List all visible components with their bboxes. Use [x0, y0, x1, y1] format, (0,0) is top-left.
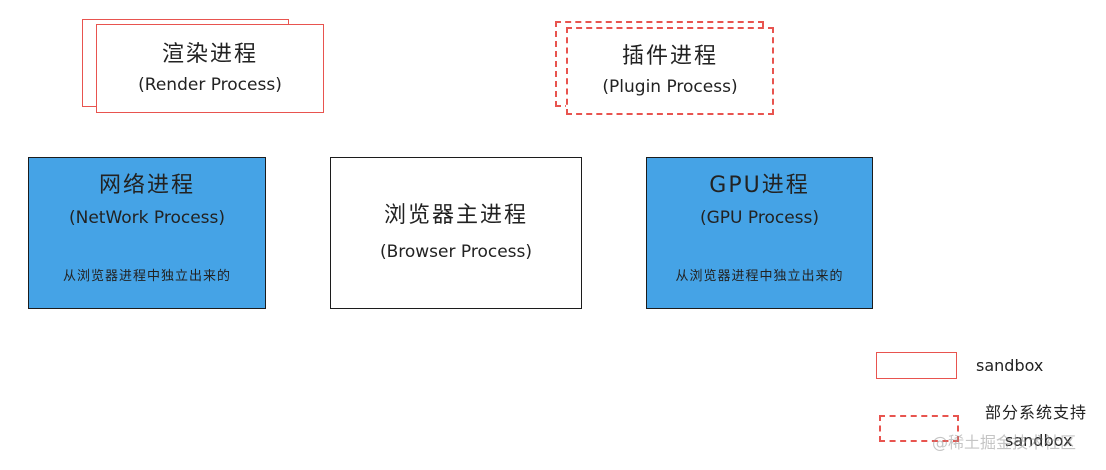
- network-process-subtitle: (NetWork Process): [68, 208, 226, 228]
- plugin-process-box: 插件进程 (Plugin Process): [566, 27, 774, 115]
- gpu-process-subtitle: (GPU Process): [699, 208, 820, 228]
- gpu-process-title: GPU进程: [709, 173, 810, 198]
- browser-process-title: 浏览器主进程: [383, 203, 528, 228]
- render-process-subtitle: (Render Process): [138, 74, 282, 95]
- render-process-box: 渲染进程 (Render Process): [96, 24, 324, 113]
- legend-partial-sandbox-swatch: [879, 415, 959, 442]
- plugin-process-subtitle: (Plugin Process): [602, 77, 738, 97]
- watermark: @稀土掘金技术社区: [932, 433, 1077, 452]
- browser-process-box: 浏览器主进程 (Browser Process): [330, 157, 582, 309]
- plugin-process-title: 插件进程: [621, 44, 718, 69]
- network-process-box: 网络进程 (NetWork Process) 从浏览器进程中独立出来的: [28, 157, 266, 309]
- legend-sandbox-label: sandbox: [976, 356, 1044, 375]
- legend-sandbox-swatch: [876, 352, 957, 379]
- network-process-title: 网络进程: [98, 173, 195, 198]
- gpu-process-note: 从浏览器进程中独立出来的: [675, 269, 844, 284]
- browser-process-subtitle: (Browser Process): [379, 242, 533, 262]
- legend-partial-sandbox-label-line2: sandbox: [1005, 431, 1073, 450]
- network-process-note: 从浏览器进程中独立出来的: [62, 269, 231, 284]
- gpu-process-box: GPU进程 (GPU Process) 从浏览器进程中独立出来的: [646, 157, 873, 309]
- render-process-title: 渲染进程: [161, 41, 258, 67]
- legend-partial-sandbox-label: 部分系统支持: [985, 403, 1088, 422]
